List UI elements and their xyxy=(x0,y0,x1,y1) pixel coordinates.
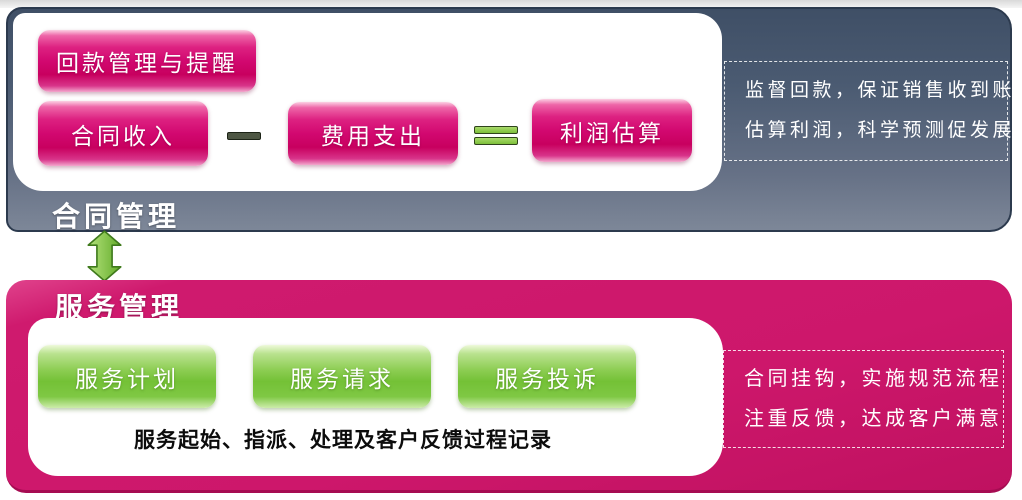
service-note-line-1: 合同挂钩，实施规范流程 xyxy=(744,368,1003,390)
service-plan-label: 服务计划 xyxy=(75,366,179,392)
expense-label: 费用支出 xyxy=(321,123,425,149)
double-arrow-icon xyxy=(87,230,122,282)
service-request-label: 服务请求 xyxy=(290,366,394,392)
contract-income-shape: 合同收入 xyxy=(38,101,208,166)
profit-estimate-shape: 利润估算 xyxy=(532,99,692,162)
profit-estimate-label: 利润估算 xyxy=(560,120,664,146)
contract-content-card: 回款管理与提醒 合同收入 费用支出 利润估算 xyxy=(13,13,722,191)
equals-icon xyxy=(474,126,518,148)
top-edge-strip xyxy=(0,0,1022,8)
minus-icon xyxy=(227,132,261,140)
service-management-section: 服务管理 服务计划 服务请求 服务投诉 服务起始、指派、处理及客户反馈过程记录 … xyxy=(6,280,1012,493)
service-request-shape: 服务请求 xyxy=(253,345,431,408)
service-content-card: 服务计划 服务请求 服务投诉 服务起始、指派、处理及客户反馈过程记录 xyxy=(28,318,723,476)
service-complaint-label: 服务投诉 xyxy=(495,366,599,392)
contract-note-line-2: 估算利润，科学预测促发展 xyxy=(745,120,1016,141)
service-complaint-shape: 服务投诉 xyxy=(458,345,636,408)
payment-management-label: 回款管理与提醒 xyxy=(56,51,238,76)
contract-section-title: 合同管理 xyxy=(52,202,181,233)
service-plan-shape: 服务计划 xyxy=(38,345,216,408)
service-note-line-2: 注重反馈，达成客户满意 xyxy=(744,408,1003,430)
contract-note-line-1: 监督回款，保证销售收到账 xyxy=(745,80,1016,102)
contract-management-section: 回款管理与提醒 合同收入 费用支出 利润估算 合同管理 监督回款，保证销售收到账… xyxy=(6,7,1016,233)
contract-note-box: 监督回款，保证销售收到账 估算利润，科学预测促发展 xyxy=(724,61,1016,161)
expense-shape: 费用支出 xyxy=(288,102,458,165)
service-process-caption: 服务起始、指派、处理及客户反馈过程记录 xyxy=(134,429,552,452)
payment-management-shape: 回款管理与提醒 xyxy=(38,30,256,92)
contract-income-label: 合同收入 xyxy=(71,123,175,149)
service-note-box: 合同挂钩，实施规范流程 注重反馈，达成客户满意 xyxy=(723,350,1004,448)
